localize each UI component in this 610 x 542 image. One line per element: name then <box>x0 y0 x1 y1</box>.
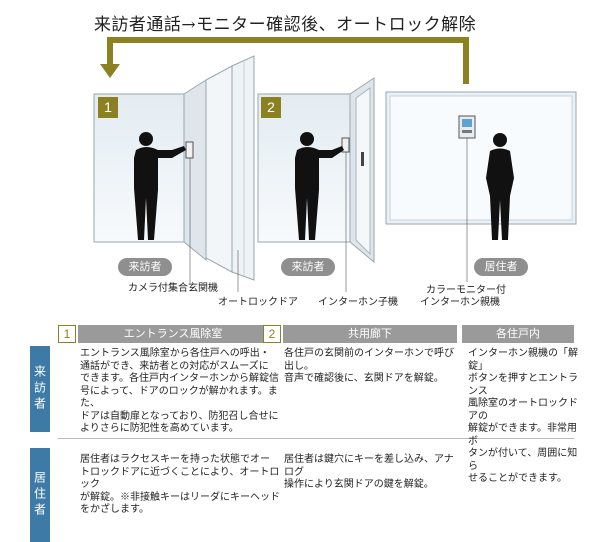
intercom-child-icon <box>341 137 350 153</box>
camera-panel-caption: カメラ付集合玄関機 <box>128 283 218 294</box>
monitor-caption-line2: インターホン親機 <box>420 297 500 308</box>
scene3-room <box>385 91 577 225</box>
camera-panel-icon <box>185 141 194 159</box>
visitor-corridor-text: 各住戸の玄関前のインターホンで呼び出し。音声で確認後に、玄関ドアを解錠。 <box>284 348 454 384</box>
header-number-2: 2 <box>263 325 281 343</box>
row-label-visitor: 来訪者 <box>30 346 50 432</box>
visitor-silhouette-1 <box>134 132 186 240</box>
header-dwelling: 各住戸内 <box>462 325 574 343</box>
visitor-badge-2: 来訪者 <box>281 258 335 276</box>
step-number-1: 1 <box>98 97 118 118</box>
row-divider <box>58 438 574 439</box>
monitor-parent-icon <box>458 115 476 139</box>
header-number-1: 1 <box>58 325 76 343</box>
header-entrance: エントランス風除室 <box>78 325 268 343</box>
visitor-badge-1: 来訪者 <box>118 258 172 276</box>
visitor-silhouette-2 <box>295 132 344 240</box>
intercom-child-caption: インターホン子機 <box>318 297 398 308</box>
monitor-caption-line1: カラーモニター付 <box>426 285 506 296</box>
visitor-entrance-text: エントランス風除室から各住戸への呼出・通話ができ、来訪者との対応がスムーズにでき… <box>80 348 279 434</box>
flow-arrow <box>100 37 469 84</box>
step-number-2: 2 <box>261 97 281 118</box>
page-title: 来訪者通話→モニター確認後、オートロック解除 <box>93 15 477 35</box>
row-label-resident: 居住者 <box>30 448 50 542</box>
visitor-dwelling-text: インターホン親機の「解錠」ボタンを押すとエントランス風除室のオートロックドアの … <box>468 348 578 484</box>
resident-silhouette <box>486 133 514 240</box>
scene-illustration <box>93 55 577 292</box>
resident-corridor-text: 居住者は鍵穴にキーを差し込み、アナログ操作により玄関ドアの鍵を解錠。 <box>284 454 454 490</box>
resident-entrance-text: 居住者はラクセスキーを持った状態でオートロックドアに近づくことにより、オートロッ… <box>80 454 280 515</box>
scene1-door <box>205 55 255 281</box>
header-corridor: 共用廊下 <box>283 325 457 343</box>
autolock-door-caption: オートロックドア <box>218 297 298 308</box>
resident-badge: 居住者 <box>474 258 528 276</box>
